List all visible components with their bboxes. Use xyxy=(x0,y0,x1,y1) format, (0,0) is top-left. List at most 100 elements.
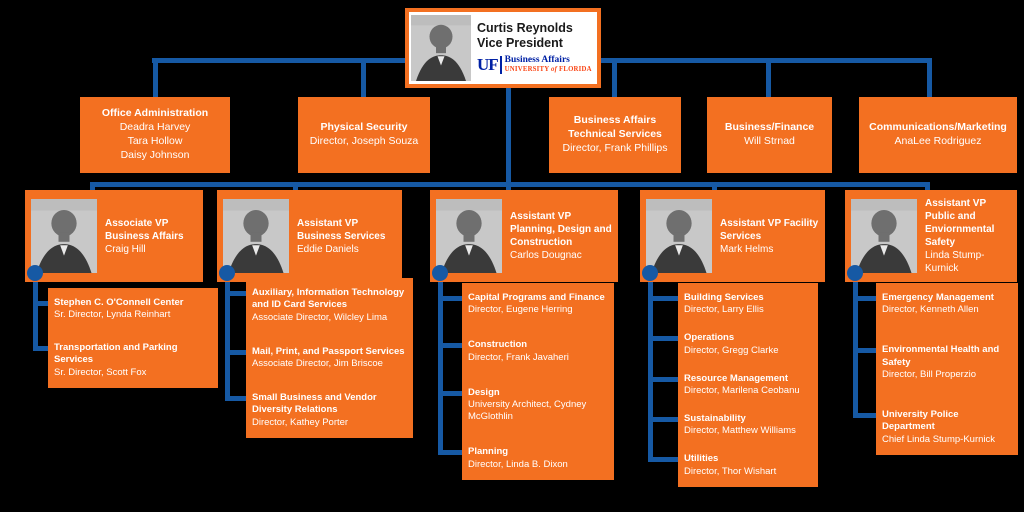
report-subtitle: Director, Marilena Ceobanu xyxy=(684,385,800,396)
connector-branch-vertical-2 xyxy=(438,265,443,455)
connector-drop-exec-0 xyxy=(90,182,95,192)
connector-report-stub-3-1 xyxy=(648,336,680,341)
exec-box-2: Assistant VP Planning, Design and Constr… xyxy=(430,190,618,282)
connector-report-stub-1-1 xyxy=(225,350,248,355)
report-title: Resource Management xyxy=(684,372,789,384)
connector-report-stub-1-2 xyxy=(225,396,248,401)
dept-title: Business Affairs Technical Services xyxy=(568,114,662,141)
connector-report-stub-2-0 xyxy=(438,296,464,301)
exec-portrait-photo xyxy=(646,199,712,273)
connector-drop-dept-3 xyxy=(766,58,771,99)
connector-drop-exec-1 xyxy=(293,182,298,192)
uf-university-of: of xyxy=(551,65,558,73)
dept-title: Communications/Marketing xyxy=(869,121,1007,134)
report-title: Building Services xyxy=(684,292,764,303)
exec-portrait-photo xyxy=(31,199,97,273)
exec-name: Eddie Daniels xyxy=(297,243,359,255)
vp-name: Curtis Reynolds xyxy=(477,21,573,36)
uf-logo-text: Business Affairs UNIVERSITY of FLORIDA xyxy=(505,55,592,74)
branch-node-circle-2 xyxy=(432,265,448,281)
vp-title: Vice President xyxy=(477,36,563,50)
branch-node-circle-1 xyxy=(219,265,235,281)
uf-university-name: UNIVERSITY of FLORIDA xyxy=(505,66,592,74)
report-subtitle: Director, Matthew Williams xyxy=(684,425,796,437)
exec-title: Assistant VP Planning, Design and Constr… xyxy=(510,211,612,248)
dept-staff-line: Will Strnad xyxy=(744,135,795,147)
connector-report-stub-0-1 xyxy=(33,346,50,351)
connector-report-stub-2-2 xyxy=(438,391,464,396)
connector-branch-vertical-1 xyxy=(225,265,230,401)
report-subtitle: Associate Director, Jim Briscoe xyxy=(252,358,383,369)
connector-report-stub-2-3 xyxy=(438,450,464,455)
exec-portrait-photo xyxy=(223,199,289,273)
report-subtitle: Director, Gregg Clarke xyxy=(684,344,779,356)
report-title: Mail, Print, and Passport Services xyxy=(252,345,405,357)
report-title: Small Business and Vendor Diversity Rela… xyxy=(252,391,377,416)
report-entry: Small Business and Vendor Diversity Rela… xyxy=(252,392,407,429)
uf-logo: UF Business Affairs UNIVERSITY of FLORID… xyxy=(477,55,592,75)
report-subtitle: Sr. Director, Scott Fox xyxy=(54,366,147,378)
exec-name: Carlos Dougnac xyxy=(510,250,582,261)
dept-title: Physical Security xyxy=(320,121,408,134)
report-subtitle: Director, Eugene Herring xyxy=(468,304,573,316)
exec-text-block: Assistant VP Public and Enviornmental Sa… xyxy=(925,197,1011,275)
report-subtitle: Director, Thor Wishart xyxy=(684,465,777,477)
dept-staff-line: Tara Hollow xyxy=(127,135,183,147)
connector-report-stub-3-0 xyxy=(648,296,680,301)
report-title: Design xyxy=(468,386,500,398)
connector-branch-vertical-4 xyxy=(853,265,858,418)
exec-portrait-photo xyxy=(436,199,502,273)
uf-university-word1: UNIVERSITY xyxy=(504,65,550,73)
report-title: Operations xyxy=(684,332,735,344)
branch-node-circle-3 xyxy=(642,265,658,281)
exec-title: Assistant VP Business Services xyxy=(297,217,386,242)
report-title: Sustainability xyxy=(684,412,746,424)
report-subtitle: Director, Larry Ellis xyxy=(684,304,764,316)
connector-report-stub-3-2 xyxy=(648,377,680,382)
report-title: Stephen C. O'Connell Center xyxy=(54,297,184,308)
uf-university-word2: FLORIDA xyxy=(558,65,592,73)
dept-staff-line: AnaLee Rodriguez xyxy=(894,135,982,147)
connector-vp-vertical xyxy=(506,85,511,187)
connector-branch-vertical-3 xyxy=(648,265,653,462)
report-title: Emergency Management xyxy=(882,292,994,303)
exec-name: Linda Stump-Kurnick xyxy=(925,250,985,274)
vp-box: Curtis Reynolds Vice President UF Busine… xyxy=(405,8,601,88)
connector-report-stub-4-0 xyxy=(853,296,878,301)
report-entry: Auxiliary, Information Technology and ID… xyxy=(252,287,407,324)
connector-drop-exec-2 xyxy=(506,182,511,192)
uf-logo-divider xyxy=(499,55,502,74)
dept-staff-line: Deadra Harvey xyxy=(119,121,191,134)
exec-portrait-photo xyxy=(851,199,917,273)
exec-name: Craig Hill xyxy=(105,243,146,255)
report-subtitle: Director, Frank Javaheri xyxy=(468,351,569,363)
report-group-box-1: Auxiliary, Information Technology and ID… xyxy=(246,278,413,438)
report-subtitle: Chief Linda Stump-Kurnick xyxy=(882,433,995,445)
dept-staff-line: Director, Joseph Souza xyxy=(309,135,419,147)
connector-report-stub-1-0 xyxy=(225,291,248,296)
report-title: University Police Department xyxy=(882,408,959,433)
connector-drop-dept-1 xyxy=(361,58,366,99)
connector-report-stub-4-1 xyxy=(853,348,878,353)
dept-title: Office Administration xyxy=(101,107,209,120)
